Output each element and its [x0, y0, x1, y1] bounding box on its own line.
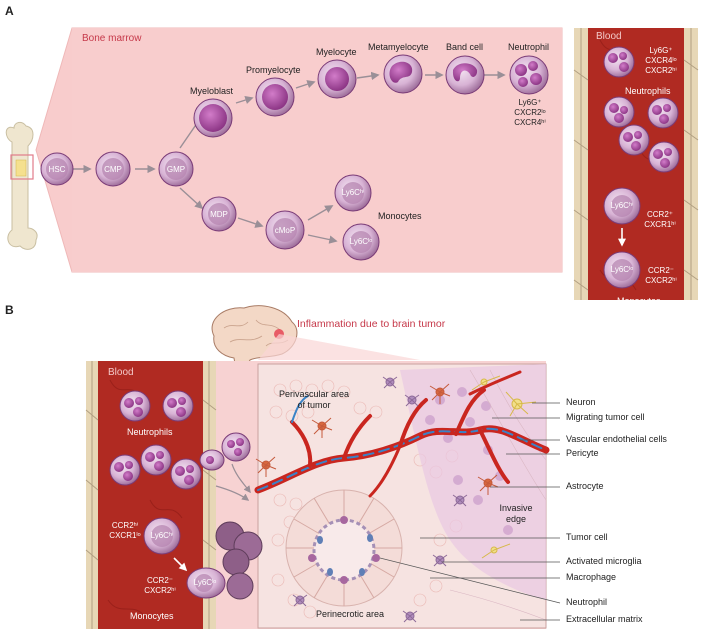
legend-leaders: [379, 402, 561, 621]
invasive-edge-label: Invasive edge: [499, 503, 533, 524]
blood-monocytes-label-b: Monocytes: [130, 611, 174, 621]
cmp-label: CMP: [104, 165, 122, 174]
blood-monocytes-b: [143, 517, 226, 599]
legend-vascular-endothelial: Vascular endothelial cells: [566, 434, 667, 444]
panel-a-letter: A: [5, 4, 14, 18]
legend-activated-microglia: Activated microglia: [566, 556, 642, 566]
blood-title-a: Blood: [596, 31, 622, 42]
blood-monocytes-a: [603, 187, 641, 289]
legend-migrating-tumor-cell: Migrating tumor cell: [566, 412, 645, 422]
legend-astrocyte: Astrocyte: [566, 481, 604, 491]
cell-metamyelocyte: [383, 54, 423, 94]
legend-pericyte: Pericyte: [566, 448, 599, 458]
transmigrated-cells: [215, 432, 263, 600]
blood-ly6c-lo-markers-b: CCR2⁻ CXCR2ʰⁱ: [144, 576, 176, 595]
metamyelocyte-label: Metamyelocyte: [368, 42, 429, 52]
cell-mdp: [201, 196, 237, 232]
hsc-label: HSC: [48, 165, 66, 174]
neutrophil-label-a: Neutrophil: [508, 42, 550, 52]
blood-ly6c-lo-b: Ly6Cˡᵒ: [193, 578, 217, 587]
microglia: [292, 376, 468, 623]
panel-b-letter: B: [5, 303, 14, 317]
tumor-vasculature: [254, 370, 550, 498]
blood-ly6c-hi-markers-b: CCR2ʰⁱ CXCR1ˡᵒ: [109, 521, 141, 540]
cell-hsc: [40, 152, 74, 186]
blood-monocytes-label-a: Monocytes: [617, 296, 661, 306]
legend-neutrophil: Neutrophil: [566, 597, 608, 607]
panel-b-graphic: [85, 305, 561, 629]
blood-neutrophils-b: [109, 390, 225, 490]
ly6c-hi-label-a: Ly6Cʰⁱ: [341, 188, 365, 197]
legend-neuron: Neuron: [566, 397, 596, 407]
blood-neutrophils-a: [603, 46, 680, 173]
cell-ly6c-lo-a: [342, 223, 380, 261]
legend-tumor-cell: Tumor cell: [566, 532, 608, 542]
legend-macrophage: Macrophage: [566, 572, 617, 582]
cell-promyelocyte: [255, 77, 295, 117]
cell-neutrophil-a: [509, 55, 549, 95]
promyelocyte-label: Promyelocyte: [246, 65, 301, 75]
legend-extracellular-matrix: Extracellular matrix: [566, 614, 643, 624]
cell-myelocyte: [317, 59, 357, 99]
cell-band: [445, 55, 485, 95]
band-cell-label: Band cell: [446, 42, 484, 52]
blood-ly6c-lo-a: Ly6Cˡᵒ: [610, 265, 634, 274]
blood-title-b: Blood: [108, 367, 134, 378]
blood-ly6c-hi-a: Ly6Cʰⁱ: [610, 201, 634, 210]
blood-neutrophil-markers-a: Ly6G⁺ CXCR4ˡᵒ CXCR2ʰⁱ: [645, 46, 677, 75]
monocytes-label-a: Monocytes: [378, 211, 422, 221]
blood-neutrophils-label-b: Neutrophils: [127, 427, 173, 437]
blood-ly6c-lo-markers-a: CCR2⁻ CXCR2ʰⁱ: [645, 266, 677, 285]
myeloblast-label: Myeloblast: [190, 86, 234, 96]
astrocytes: [255, 383, 499, 495]
blood-neutrophils-label-a: Neutrophils: [625, 86, 671, 96]
mdp-label: MDP: [210, 210, 228, 219]
ly6c-lo-label-a: Ly6Cˡᵒ: [349, 237, 373, 246]
cell-cmp: [95, 151, 131, 187]
myelocyte-label: Myelocyte: [316, 47, 357, 57]
neutrophil-markers-a: Ly6G⁺ CXCR2ˡᵒ CXCR4ʰⁱ: [514, 98, 546, 127]
bone-icon: [5, 121, 38, 250]
cell-ly6c-hi-a: [334, 174, 372, 212]
perinecrotic-area: [285, 489, 403, 607]
panel-a-graphic: [5, 27, 699, 300]
blood-ly6c-hi-b: Ly6Cʰⁱ: [150, 531, 174, 540]
cell-gmp: [158, 151, 194, 187]
bone-marrow-label: Bone marrow: [82, 33, 142, 44]
cell-myeloblast: [193, 98, 233, 138]
perinecrotic-label: Perinecrotic area: [316, 609, 385, 619]
cell-cmop: [265, 210, 305, 250]
inflammation-label: Inflammation due to brain tumor: [297, 318, 446, 330]
cmop-label: cMoP: [274, 226, 296, 235]
neurons: [471, 375, 537, 559]
perivascular-label: Perivascular area of tumor: [278, 389, 350, 410]
gmp-label: GMP: [166, 165, 186, 174]
blood-ly6c-hi-markers-a: CCR2⁺ CXCR1ʰⁱ: [644, 210, 676, 229]
